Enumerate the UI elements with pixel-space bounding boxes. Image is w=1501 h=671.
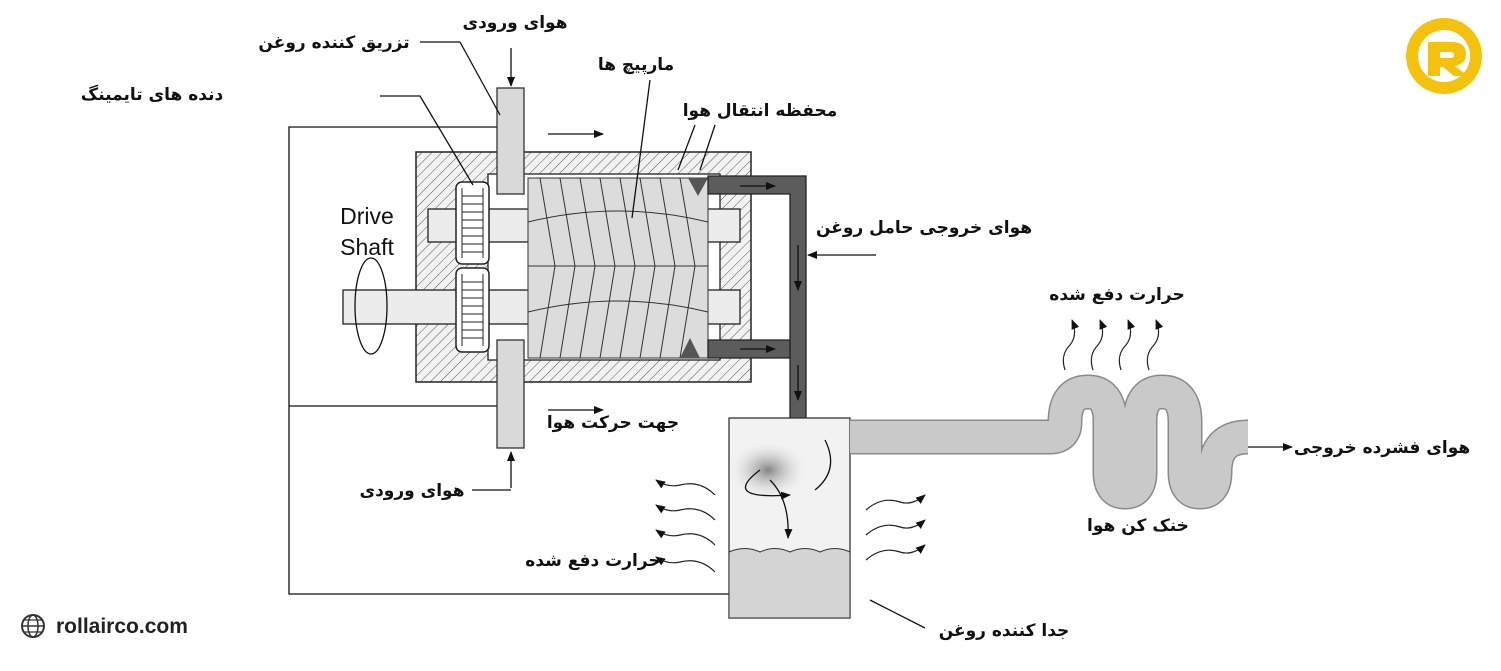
rotation-indicator bbox=[354, 257, 388, 355]
label-oil-separator: جدا کننده روغن bbox=[939, 621, 1070, 641]
oil-separator bbox=[728, 417, 851, 619]
label-air-inlet-bottom: هوای ورودی bbox=[360, 481, 465, 501]
oil-return-line bbox=[288, 126, 729, 595]
label-air-cooler: خنک کن هوا bbox=[1087, 516, 1189, 536]
rollairco-logo bbox=[1406, 18, 1482, 94]
screw-rotors bbox=[527, 177, 709, 359]
label-timing-gears: دنده های تایمینگ bbox=[81, 84, 224, 105]
label-air-flow-direction: جهت حرکت هوا bbox=[547, 413, 679, 433]
website-link[interactable]: rollairco.com bbox=[56, 615, 188, 638]
label-rotors: مارپیچ ها bbox=[598, 55, 674, 75]
flow-arrows bbox=[380, 41, 1293, 629]
label-drive-shaft-1: Drive bbox=[340, 203, 394, 229]
label-oily-discharge-air: هوای خروجی حامل روغن bbox=[816, 218, 1032, 238]
heat-waves bbox=[655, 319, 1164, 573]
timing-gears bbox=[455, 181, 490, 353]
air-end-housing bbox=[342, 87, 752, 449]
globe-icon bbox=[21, 614, 45, 638]
label-compressed-air-out: هوای فشرده خروجی bbox=[1294, 438, 1470, 458]
label-air-end-housing: محفظه انتقال هوا bbox=[683, 101, 838, 121]
label-oil-injector: تزریق کننده روغن bbox=[258, 33, 409, 53]
label-heat-rejected-cooler: حرارت دفع شده bbox=[1049, 285, 1184, 305]
label-drive-shaft-2: Shaft bbox=[340, 234, 394, 260]
air-cooler bbox=[850, 374, 1250, 510]
label-air-inlet-top: هوای ورودی bbox=[463, 13, 568, 33]
label-heat-rejected-separator: حرارت دفع شده bbox=[525, 551, 660, 571]
